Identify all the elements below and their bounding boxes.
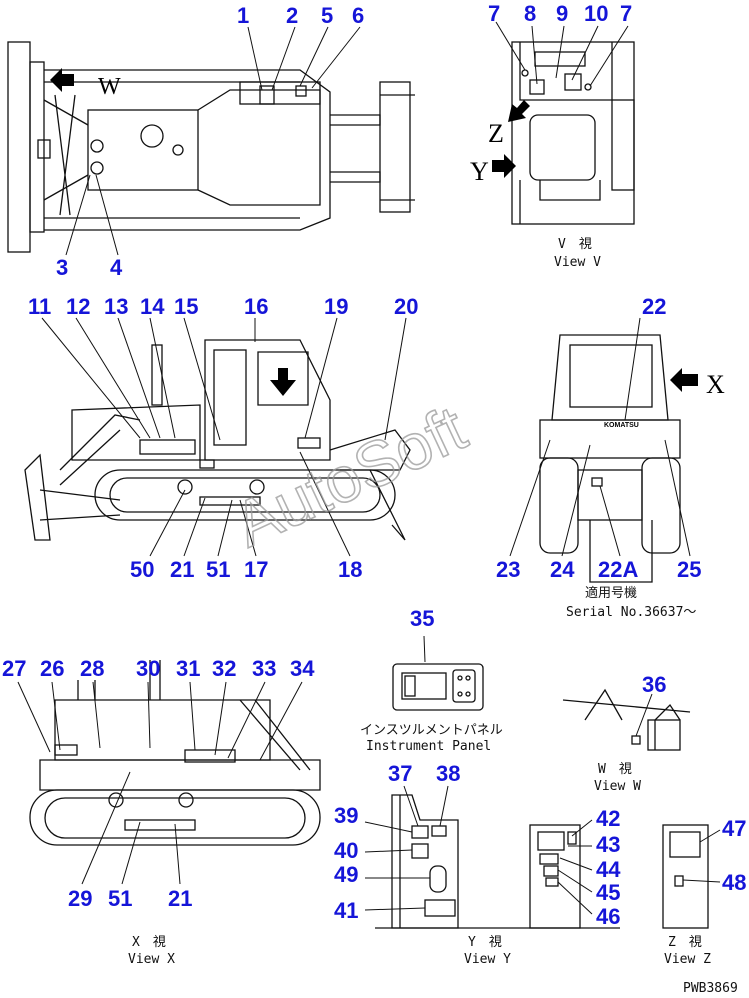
callout-10: 10: [584, 1, 608, 26]
view-letter-x: X: [706, 370, 725, 399]
callout-22a: 22A: [598, 557, 638, 582]
view-x-drawing: [29, 660, 321, 846]
view-letter-z: Z: [488, 119, 504, 148]
callout-16: 16: [244, 294, 268, 319]
callout-1: 1: [237, 3, 249, 28]
callout-numbers: 1 2 3 4 5 6 7 8 9 10 7 11 12 13 14 15 16…: [2, 1, 746, 929]
top-view-drawing: [7, 41, 415, 253]
view-letter-w: W: [98, 74, 121, 100]
drawing-code: PWB3869: [683, 981, 738, 996]
view-w-drawing: [562, 688, 691, 751]
caption-view-v-jp: V 視: [558, 237, 592, 252]
caption-serial-jp: 適用号機: [585, 585, 637, 601]
caption-view-w: View W: [594, 779, 641, 794]
callout-46: 46: [596, 904, 620, 929]
callout-11: 11: [28, 294, 51, 319]
callout-25: 25: [677, 557, 701, 582]
caption-serial: Serial No.36637～: [566, 605, 696, 620]
callout-21-side: 21: [170, 557, 194, 582]
caption-view-y-jp: Y 視: [468, 935, 502, 950]
callout-18: 18: [338, 557, 362, 582]
callout-33: 33: [252, 656, 276, 681]
caption-instrument-jp: インスツルメントパネル: [360, 723, 503, 738]
callout-32: 32: [212, 656, 236, 681]
view-z-drawing: [662, 824, 709, 929]
callout-37: 37: [388, 761, 412, 786]
callout-6: 6: [352, 3, 364, 28]
callout-38: 38: [436, 761, 460, 786]
caption-view-x: View X: [128, 952, 175, 967]
callout-43: 43: [596, 832, 620, 857]
callout-21-x: 21: [168, 886, 192, 911]
caption-view-z: View Z: [664, 952, 711, 967]
side-view-drawing: [24, 339, 411, 541]
brand-logo-text: KOMATSU: [604, 422, 639, 429]
callout-45: 45: [596, 880, 620, 905]
callout-36: 36: [642, 672, 666, 697]
callout-23: 23: [496, 557, 520, 582]
callout-12: 12: [66, 294, 90, 319]
callout-5: 5: [321, 3, 333, 28]
caption-view-y: View Y: [464, 952, 511, 967]
callout-8: 8: [524, 1, 536, 26]
callout-24: 24: [550, 557, 575, 582]
callout-39: 39: [334, 803, 358, 828]
callout-26: 26: [40, 656, 64, 681]
view-v-drawing: [492, 41, 635, 225]
callout-47: 47: [722, 816, 746, 841]
callout-22: 22: [642, 294, 666, 319]
caption-instrument: Instrument Panel: [366, 739, 491, 754]
callout-9: 9: [556, 1, 568, 26]
callout-28: 28: [80, 656, 104, 681]
callout-13: 13: [104, 294, 128, 319]
callout-19: 19: [324, 294, 348, 319]
callout-14: 14: [140, 294, 165, 319]
view-letter-y: Y: [470, 157, 489, 186]
callout-20: 20: [394, 294, 418, 319]
callout-4: 4: [110, 255, 123, 280]
callout-50: 50: [130, 557, 154, 582]
callout-27: 27: [2, 656, 26, 681]
instrument-panel-drawing: [392, 663, 484, 711]
callout-40: 40: [334, 838, 358, 863]
caption-view-z-jp: Z 視: [668, 935, 702, 950]
callout-48: 48: [722, 870, 746, 895]
callout-31: 31: [176, 656, 200, 681]
callout-42: 42: [596, 806, 620, 831]
callout-34: 34: [290, 656, 315, 681]
leader-lines: [17, 21, 721, 915]
callout-51-x: 51: [108, 886, 132, 911]
rear-view-drawing: [539, 334, 698, 583]
callout-17: 17: [244, 557, 268, 582]
callout-29: 29: [68, 886, 92, 911]
callout-3: 3: [56, 255, 68, 280]
callout-7-right: 7: [620, 1, 632, 26]
callout-51-side: 51: [206, 557, 230, 582]
captions: V 視 View V 適用号機 Serial No.36637～ インスツルメン…: [128, 237, 738, 996]
callout-7-left: 7: [488, 1, 500, 26]
watermark-text: AutoSoft: [223, 392, 476, 561]
callout-15: 15: [174, 294, 198, 319]
callout-49: 49: [334, 862, 358, 887]
callout-41: 41: [334, 898, 358, 923]
caption-view-v: View V: [554, 255, 601, 270]
caption-view-x-jp: X 視: [132, 935, 166, 950]
caption-view-w-jp: W 視: [598, 762, 632, 777]
callout-2: 2: [286, 3, 298, 28]
callout-35: 35: [410, 606, 434, 631]
callout-44: 44: [596, 857, 621, 882]
callout-30: 30: [136, 656, 160, 681]
